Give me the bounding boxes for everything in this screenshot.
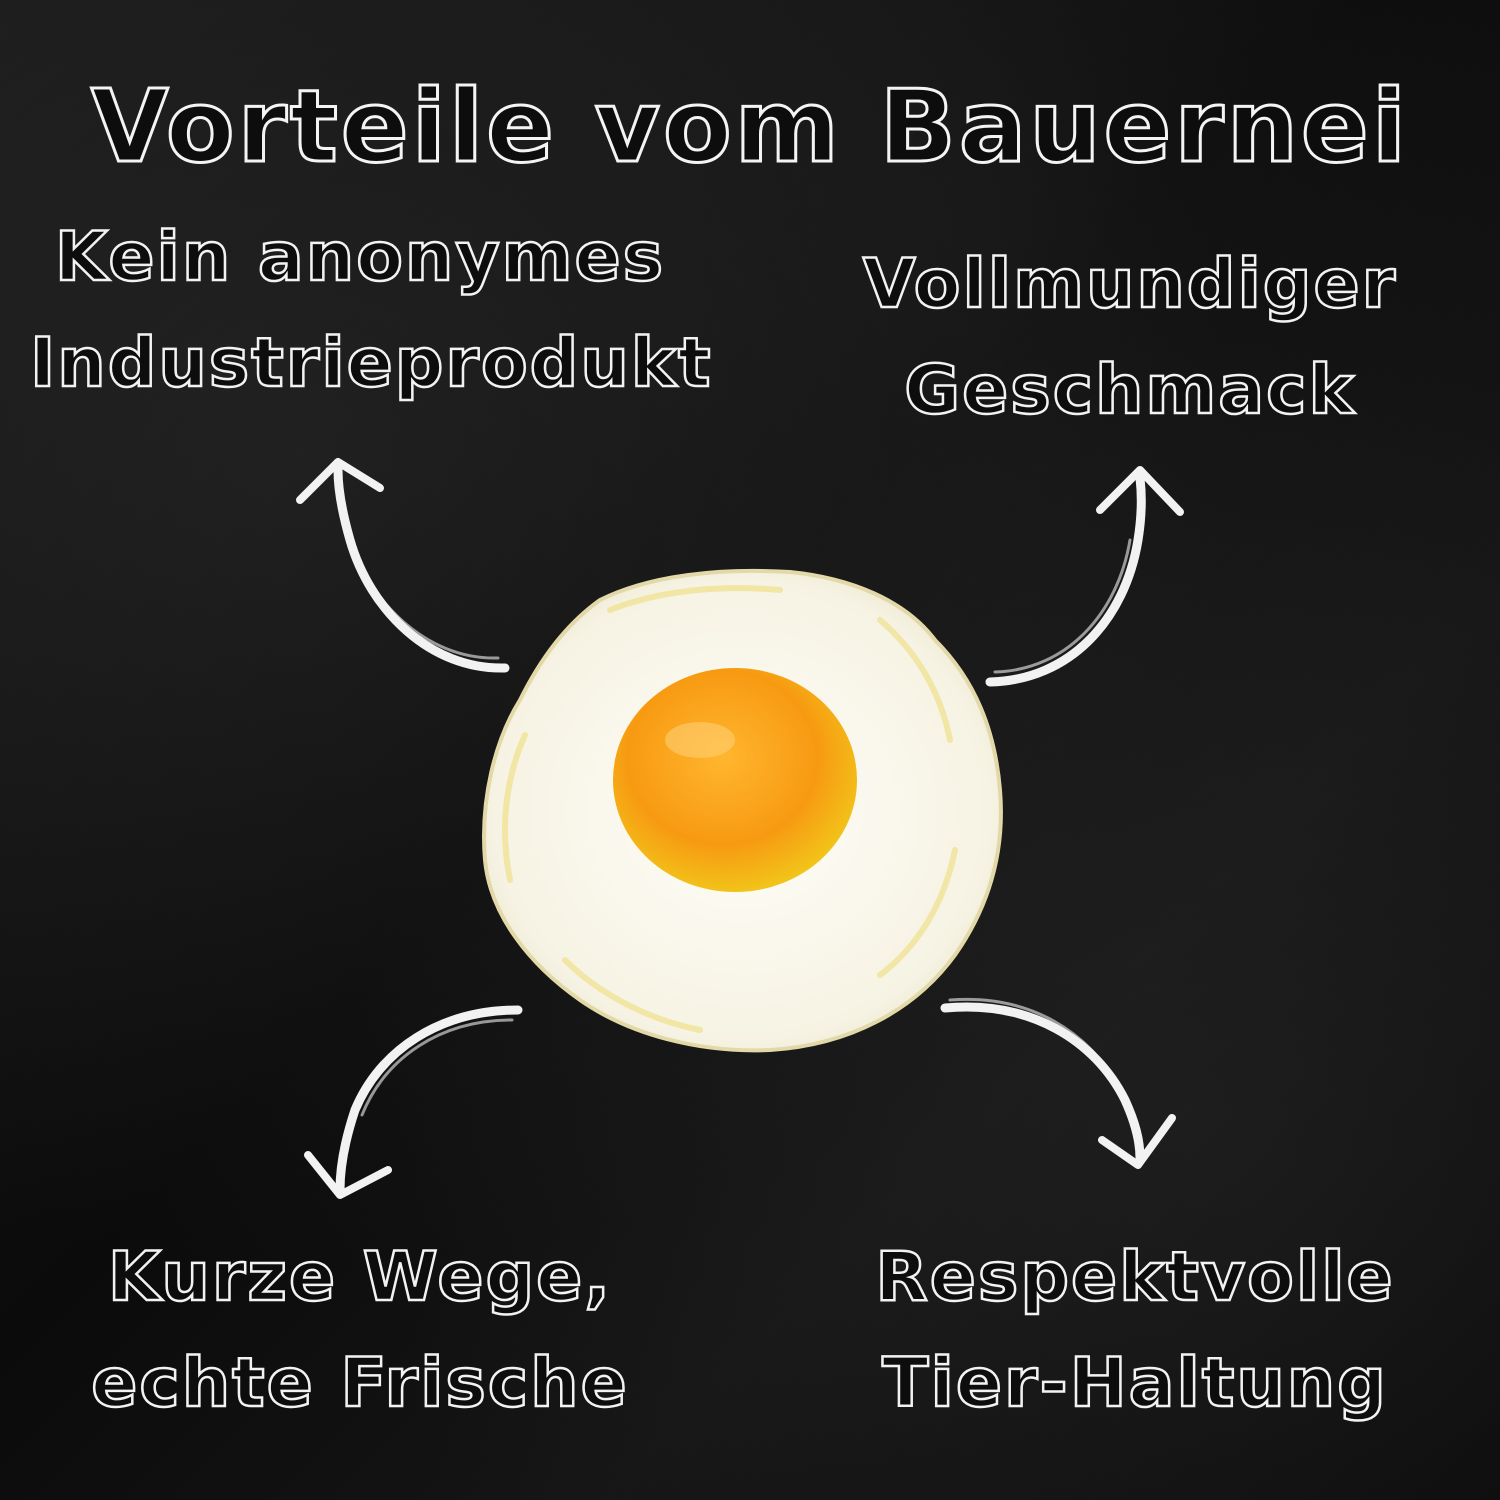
benefit-bottom-left: Kurze Wege, echte Frische [30,1225,690,1437]
benefit-top-left-line2: Industrieprodukt [29,323,713,405]
benefit-bottom-left-line1: Kurze Wege, [107,1237,613,1319]
yolk-highlight [665,722,735,758]
benefit-top-right: Vollmundiger Geschmack [800,232,1460,444]
arrow-to-top-right [985,466,1184,687]
arrow-to-bottom-left [304,1005,523,1199]
egg-yolk [613,668,857,892]
benefit-bottom-right-line2: Tier-Haltung [881,1343,1388,1425]
arrow-to-top-left [296,458,510,673]
benefit-top-right-line2: Geschmack [903,350,1356,432]
benefit-bottom-right: Respektvolle Tier-Haltung [790,1225,1480,1437]
benefit-top-left-line1: Kein anonymes [54,217,666,299]
egg-crisp-edge [502,585,958,1033]
page-title: Vorteile vom Bauernei [90,67,1409,187]
benefit-bottom-right-line1: Respektvolle [874,1237,1395,1319]
benefit-top-right-line1: Vollmundiger [862,244,1398,326]
arrow-to-bottom-right [940,997,1176,1169]
benefit-bottom-left-line2: echte Frische [90,1343,629,1425]
fried-egg-icon [482,568,1003,1053]
benefit-top-left: Kein anonymes Industrieprodukt [29,205,713,417]
